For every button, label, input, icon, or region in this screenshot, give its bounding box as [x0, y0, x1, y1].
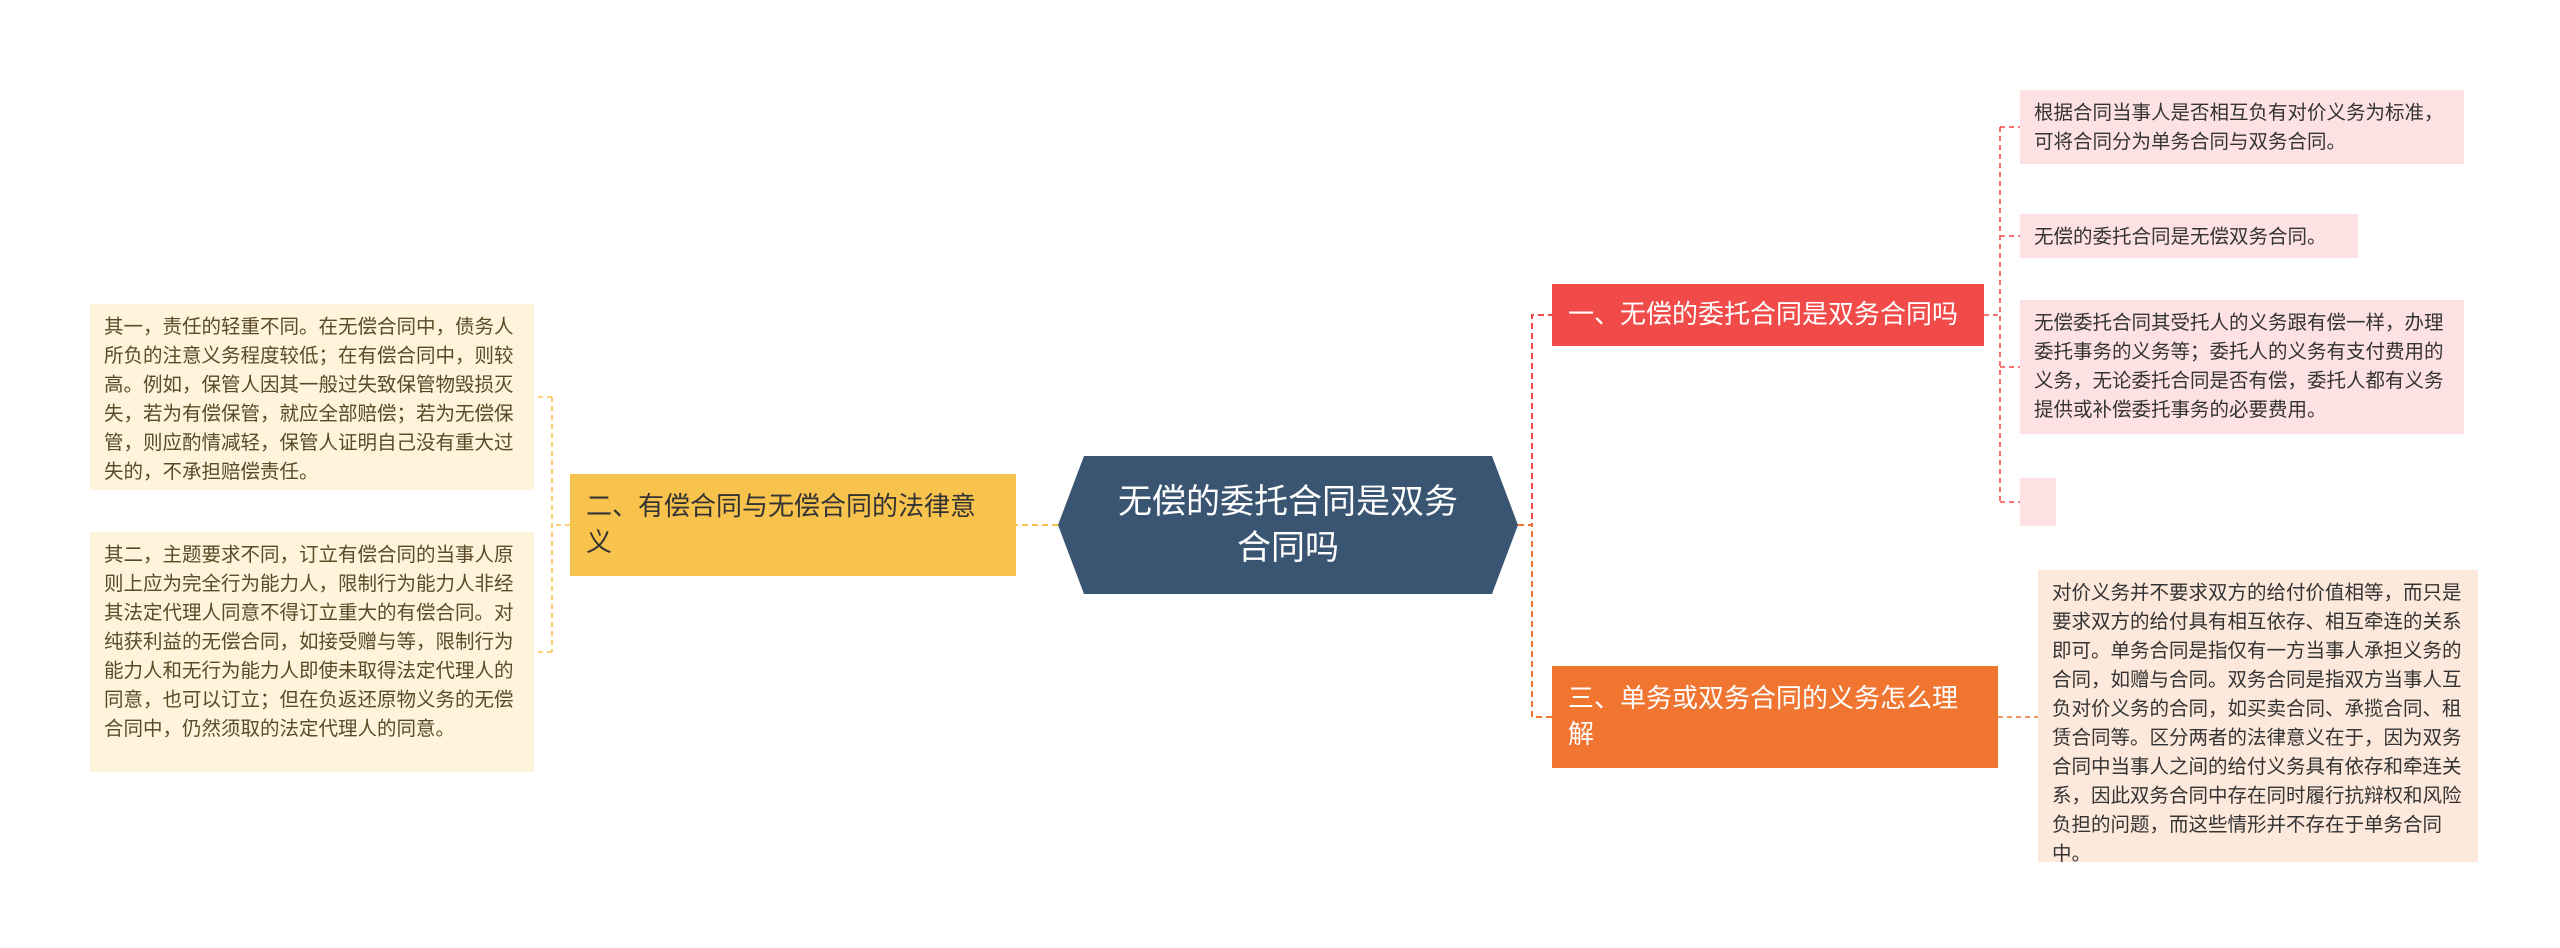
- leaf-note-text: 其一，责任的轻重不同。在无偿合同中，债务人所负的注意义务程度较低；在有偿合同中，…: [104, 315, 514, 483]
- leaf-note[interactable]: 对价义务并不要求双方的给付价值相等，而只是要求双方的给付具有相互依存、相互牵连的…: [2038, 570, 2478, 865]
- leaf-note[interactable]: 根据合同当事人是否相互负有对价义务为标准，可将合同分为单务合同与双务合同。: [2020, 90, 2464, 164]
- leaf-note-text: 根据合同当事人是否相互负有对价义务为标准，可将合同分为单务合同与双务合同。: [2034, 101, 2444, 153]
- leaf-note[interactable]: 无偿委托合同其受托人的义务跟有偿一样，办理委托事务的义务等；委托人的义务有支付费…: [2020, 300, 2464, 434]
- connector-center-branch3: [1518, 524, 1552, 718]
- connector-branch1-leaves: [1984, 126, 2020, 503]
- leaf-note[interactable]: 其一，责任的轻重不同。在无偿合同中，债务人所负的注意义务程度较低；在有偿合同中，…: [90, 304, 534, 490]
- leaf-note-text: 对价义务并不要求双方的给付价值相等，而只是要求双方的给付具有相互依存、相互牵连的…: [2052, 581, 2462, 865]
- branch-3[interactable]: 三、单务或双务合同的义务怎么理解: [1552, 666, 1998, 768]
- branch-1[interactable]: 一、无偿的委托合同是双务合同吗: [1552, 284, 1984, 346]
- branch-2-label: 二、有偿合同与无偿合同的法律意义: [586, 492, 977, 558]
- leaf-note[interactable]: 其二，主题要求不同，订立有偿合同的当事人原则上应为完全行为能力人，限制行为能力人…: [90, 532, 534, 772]
- leaf-note-text: 无偿委托合同其受托人的义务跟有偿一样，办理委托事务的义务等；委托人的义务有支付费…: [2034, 311, 2444, 421]
- leaf-note-text: 其二，主题要求不同，订立有偿合同的当事人原则上应为完全行为能力人，限制行为能力人…: [104, 543, 514, 740]
- connector-center-branch1: [1518, 314, 1552, 526]
- central-topic[interactable]: 无偿的委托合同是双务合同吗: [1058, 456, 1518, 594]
- leaf-note-text: 无偿的委托合同是无偿双务合同。: [2034, 225, 2327, 248]
- branch-1-label: 一、无偿的委托合同是双务合同吗: [1568, 300, 1959, 330]
- connector-branch2-leaves: [534, 396, 570, 653]
- leaf-note[interactable]: 无偿的委托合同是无偿双务合同。: [2020, 214, 2358, 258]
- empty-leaf-note[interactable]: [2020, 478, 2056, 526]
- branch-2[interactable]: 二、有偿合同与无偿合同的法律意义: [570, 474, 1016, 576]
- branch-3-label: 三、单务或双务合同的义务怎么理解: [1568, 684, 1959, 750]
- central-topic-label: 无偿的委托合同是双务合同吗: [1118, 482, 1458, 568]
